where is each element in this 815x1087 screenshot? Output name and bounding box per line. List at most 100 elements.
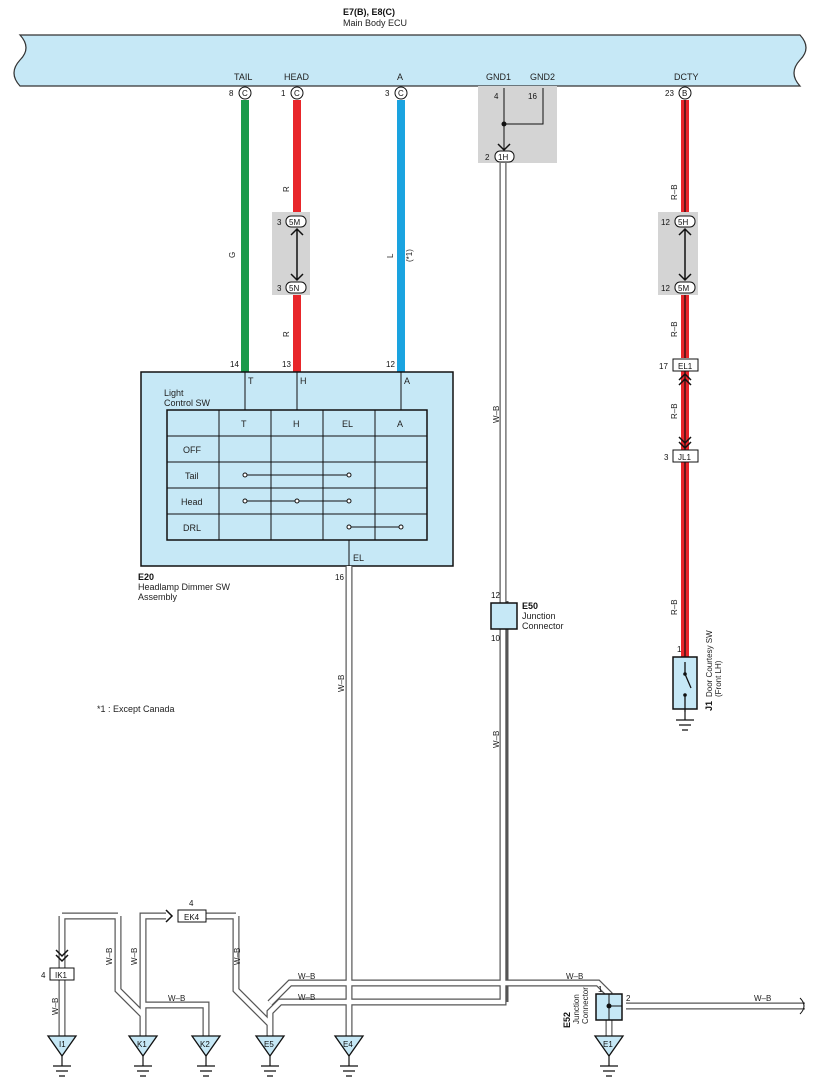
ik1-pin: 4: [41, 971, 46, 980]
wire-label-g: G: [228, 252, 237, 258]
ecu-conn-head: [290, 86, 304, 100]
wire-label-rb4: R–B: [670, 599, 679, 615]
ecu-term-head: HEAD: [284, 72, 310, 82]
c1h-label: 1H: [498, 153, 508, 162]
wire-label-rb2: R–B: [670, 321, 679, 337]
e50-pin-top: 12: [491, 591, 500, 600]
c1h-pin: 2: [485, 153, 490, 162]
e50-name1: Junction: [522, 611, 556, 621]
wire-label-wb-1h-lower: W–B: [492, 731, 501, 748]
wire-label-wb-k1a: W–B: [105, 948, 114, 965]
c5h-c5m-arrows: [678, 227, 692, 282]
e50-pin-bottom: 10: [491, 634, 500, 643]
c5n-connector: [285, 281, 307, 294]
e20-id: E20: [138, 572, 154, 582]
ground-label-k1: K1: [137, 1040, 147, 1049]
e20-pin-h: 13: [282, 360, 291, 369]
ground-e4: [333, 1035, 365, 1077]
c5n-label: 5N: [289, 284, 299, 293]
j1-contact-dot-bottom: [683, 693, 687, 697]
j1-id: J1: [704, 701, 714, 711]
e20-pin-t: 14: [230, 360, 239, 369]
e20-term-t: T: [248, 376, 254, 386]
ik1-connector: [49, 967, 75, 981]
footnote: *1 : Except Canada: [97, 704, 175, 714]
table-col-el: EL: [342, 419, 353, 429]
ecu-pin-head: 1: [281, 89, 286, 98]
ecu-pin-a: 3: [385, 89, 390, 98]
e20-pin-el: 16: [335, 573, 344, 582]
e20-name1: Headlamp Dimmer SW: [138, 582, 231, 592]
e20-term-a: A: [404, 376, 410, 386]
wire-label-r1: R: [282, 186, 291, 192]
ground-label-e1: E1: [603, 1040, 613, 1049]
wire-note-l: (*1): [405, 249, 414, 262]
c5h-pin: 12: [661, 218, 670, 227]
j1-pin: 1: [677, 645, 682, 654]
wire-dcty-rb: [681, 100, 689, 657]
j1-name2: (Front LH): [714, 660, 723, 697]
ek4-pin: 4: [189, 899, 194, 908]
table-row-tail: Tail: [185, 471, 199, 481]
el1-connector: [672, 358, 699, 372]
jl1-connector: [672, 449, 699, 463]
ik1-arrow: [55, 949, 69, 963]
ecu-term-gnd2: GND2: [530, 72, 555, 82]
ground-label-e4: E4: [343, 1040, 353, 1049]
wire-label-wb-e52top: W–B: [566, 972, 583, 981]
c5m-top-pin: 3: [277, 218, 282, 227]
jl1-label: JL1: [678, 453, 691, 462]
gnd-splice-dot: [501, 121, 507, 127]
ecu-term-tail: TAIL: [234, 72, 252, 82]
e50-name2: Connector: [522, 621, 564, 631]
table-row-drl: DRL: [183, 523, 201, 533]
ecu-conn-tail-label: C: [242, 89, 248, 98]
ecu-term-dcty: DCTY: [674, 72, 699, 82]
ik1-label: IK1: [55, 971, 68, 980]
wire-head-red-upper: [293, 100, 301, 215]
c1h-connector: [494, 150, 515, 163]
wire-head-red-lower: [293, 293, 301, 372]
e20-term-el: EL: [353, 553, 364, 563]
el1-label: EL1: [678, 362, 693, 371]
jl1-pin: 3: [664, 453, 669, 462]
ecu-conn-tail: [238, 86, 252, 100]
wire-label-l: L: [386, 253, 395, 258]
ground-label-e5: E5: [264, 1040, 274, 1049]
ecu-conn-head-label: C: [294, 89, 300, 98]
e52-id: E52: [562, 1012, 572, 1028]
gnd-arrow: [497, 143, 511, 152]
light-control-label2: Control SW: [164, 398, 211, 408]
ecu-conn-dcty: [678, 86, 692, 100]
ecu-conn-dcty-label: B: [682, 89, 687, 98]
e52-name2: Connector: [581, 987, 590, 1024]
e20-pin-a: 12: [386, 360, 395, 369]
light-control-label1: Light: [164, 388, 184, 398]
ecu-title: E7(B), E8(C): [343, 7, 395, 17]
ecu-conn-a: [394, 86, 408, 100]
e52-name1: Junction: [572, 994, 581, 1024]
wire-label-rb3: R–B: [670, 403, 679, 419]
j1-name1: Door Courtesy SW: [705, 630, 714, 697]
wire-label-wb-e52right: W–B: [754, 994, 771, 1003]
e52-splice-dot: [606, 1003, 612, 1009]
ground-e5: [254, 1035, 286, 1077]
wire-label-wb-ik1: W–B: [51, 998, 60, 1015]
j1-ground-symbol: [676, 712, 694, 731]
gnd1-pin: 4: [494, 92, 499, 101]
c5m-right-connector: [674, 281, 696, 294]
ecu-body: [13, 34, 807, 87]
wire-label-wb-1h: W–B: [492, 406, 501, 423]
e20-term-h: H: [300, 376, 307, 386]
table-col-t: T: [241, 419, 247, 429]
wire-label-wb-e20: W–B: [337, 675, 346, 692]
c5n-pin: 3: [277, 284, 282, 293]
ek4-arrow: [165, 909, 174, 923]
ecu-term-a: A: [397, 72, 403, 82]
ground-label-k2: K2: [200, 1040, 210, 1049]
wire-a-blue: [397, 100, 405, 372]
ecu-pin-dcty: 23: [665, 89, 674, 98]
ecu-term-gnd1: GND1: [486, 72, 511, 82]
wire-label-wb-k1k2: W–B: [168, 994, 185, 1003]
